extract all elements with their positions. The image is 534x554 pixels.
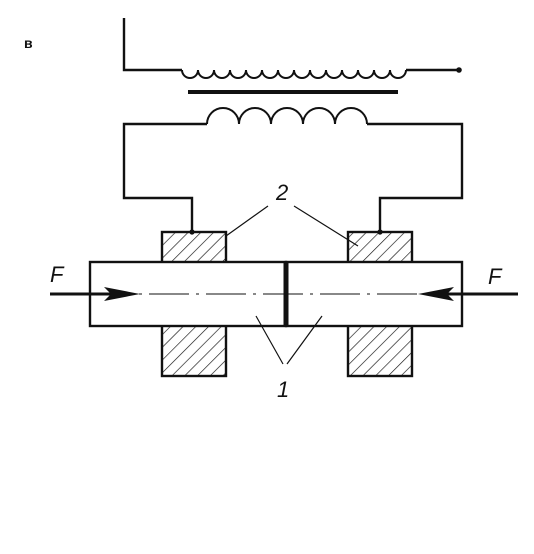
panel-letter: в bbox=[24, 35, 33, 51]
electrode-left bbox=[160, 230, 228, 378]
primary-circuit bbox=[122, 18, 462, 79]
label-workpieces: 1 bbox=[277, 377, 289, 402]
secondary-circuit bbox=[122, 107, 464, 235]
force-arrow-left bbox=[50, 287, 140, 301]
label-electrodes: 2 bbox=[275, 180, 288, 205]
terminal-dot bbox=[456, 67, 462, 73]
force-label-right: F bbox=[488, 264, 503, 289]
force-arrow-right bbox=[418, 287, 518, 301]
force-label-left: F bbox=[50, 262, 65, 287]
